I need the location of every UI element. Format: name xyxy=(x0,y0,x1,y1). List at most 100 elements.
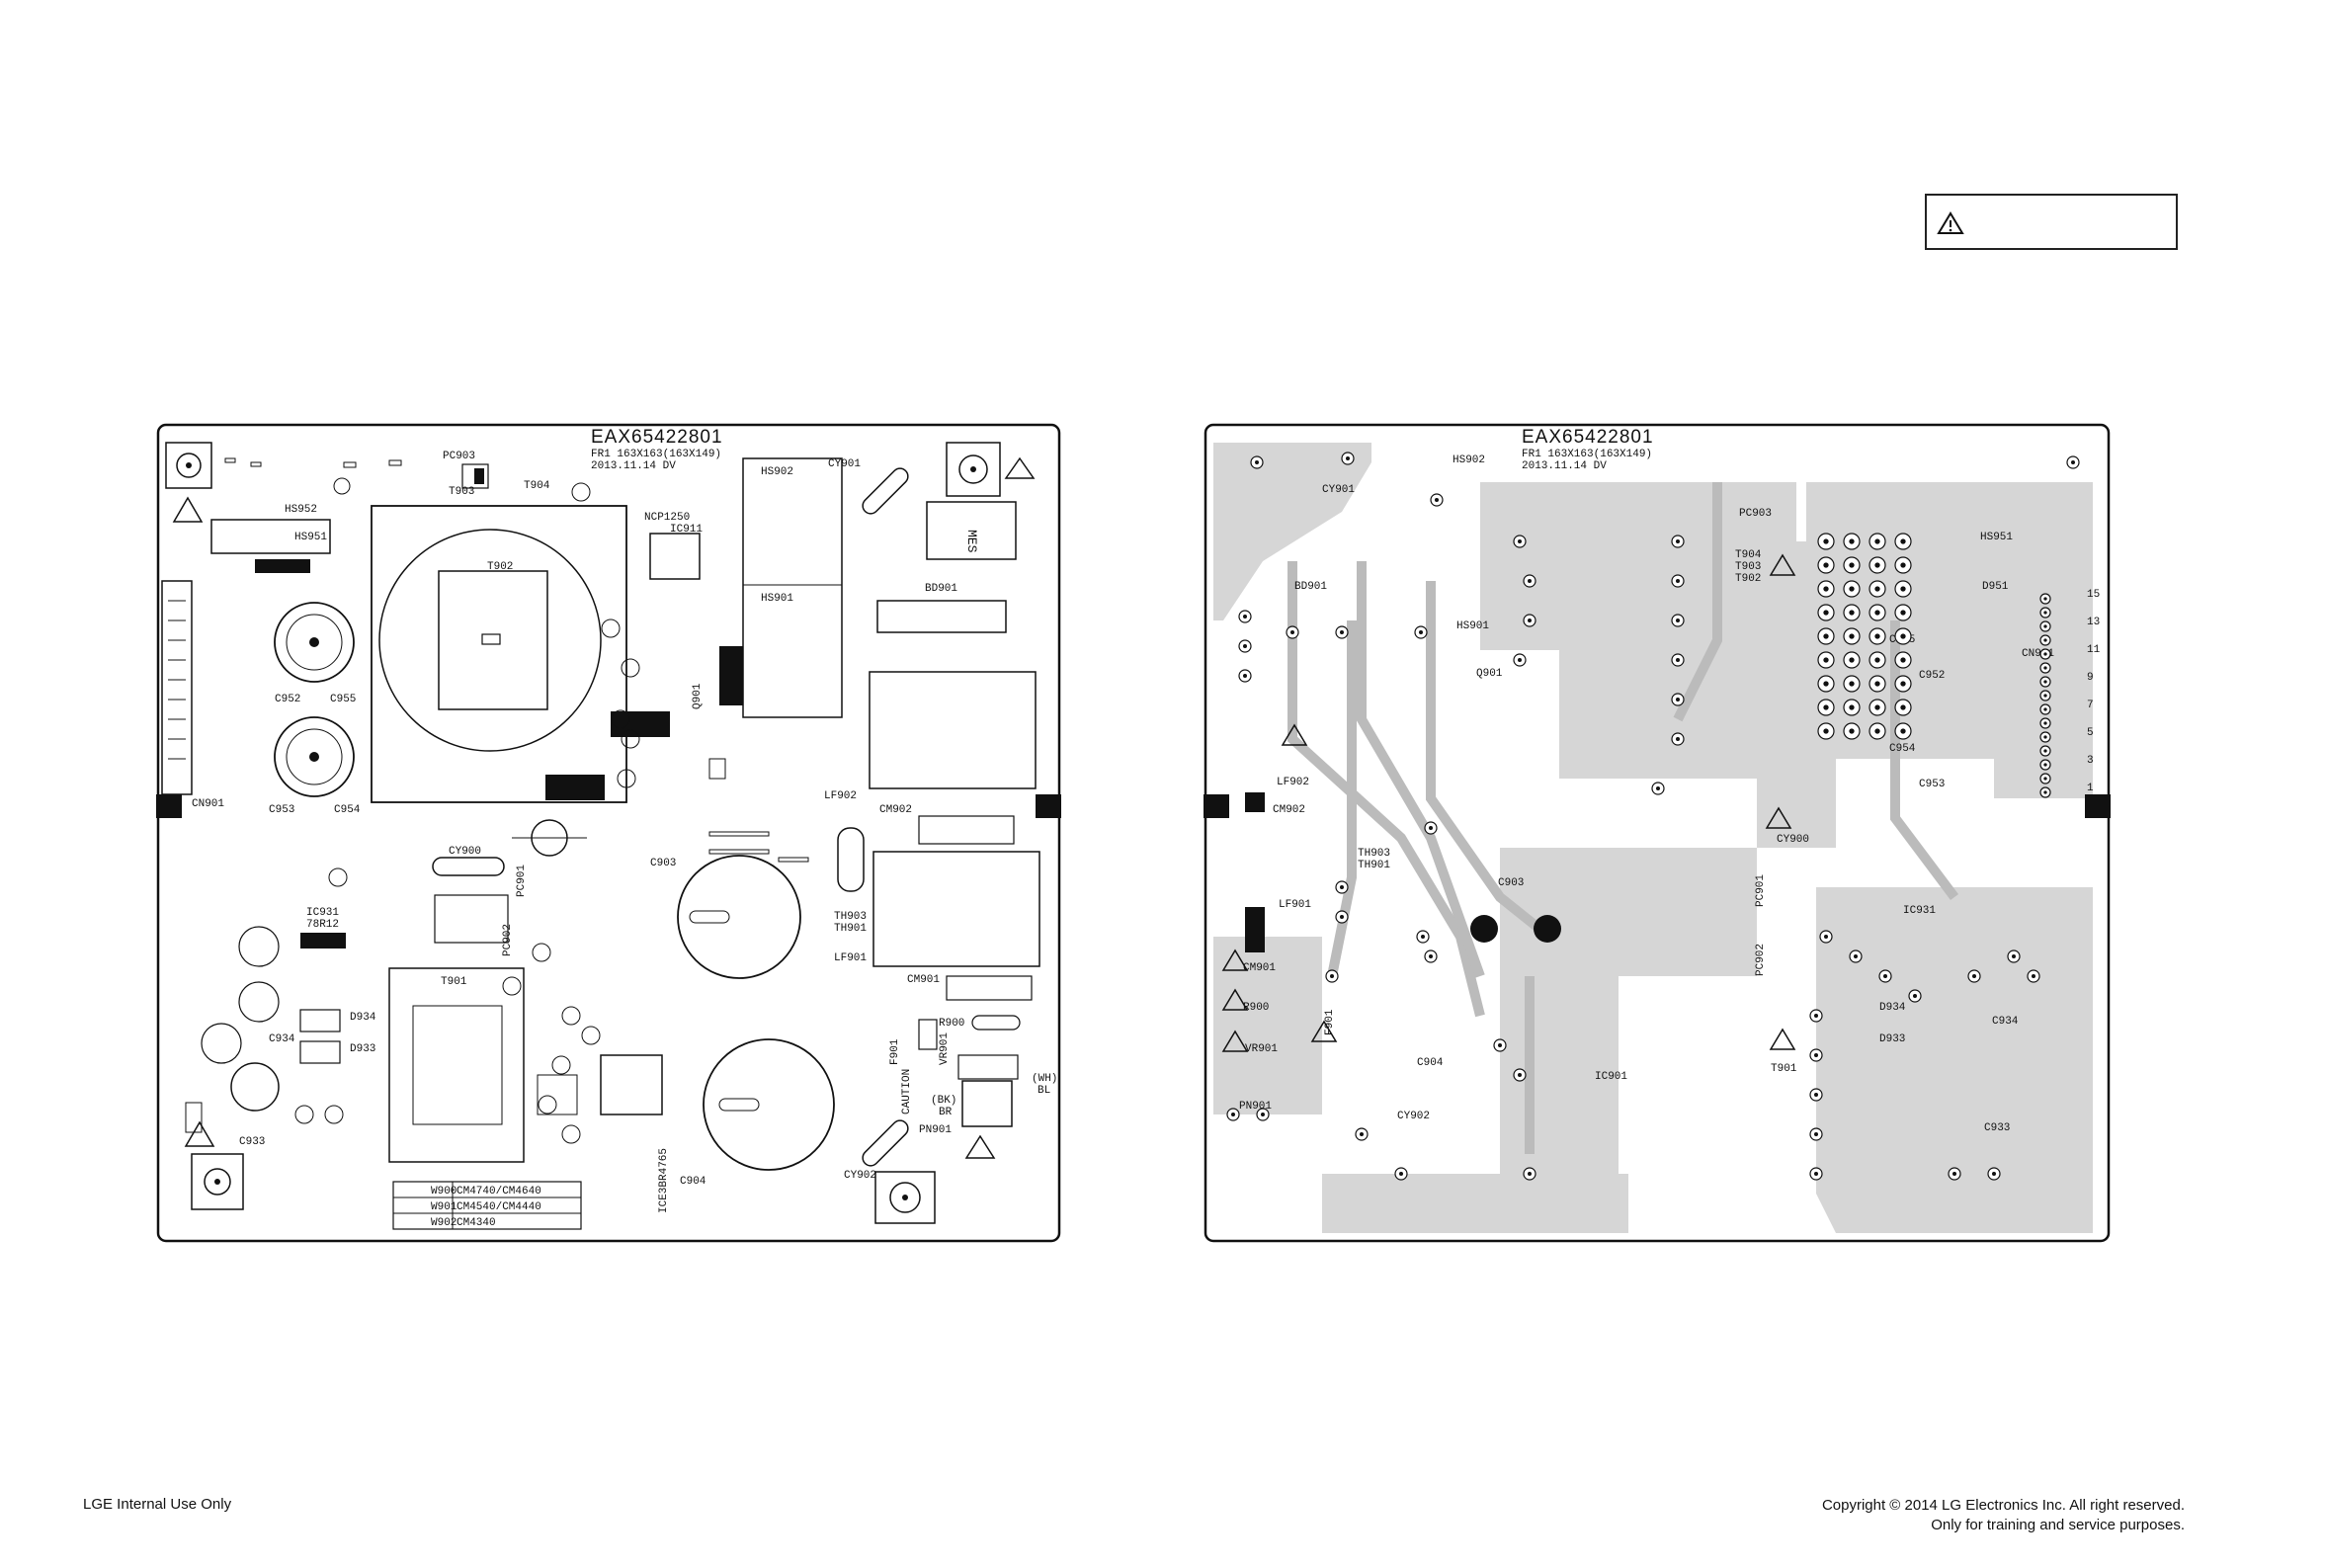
cn901-connector xyxy=(161,580,193,795)
capacitor-cy901 xyxy=(862,467,909,515)
solder-pad-hole xyxy=(1823,657,1829,663)
solder-pad-hole xyxy=(1849,704,1855,710)
solder-pad-hole xyxy=(1823,633,1829,639)
label-d934: D934 xyxy=(350,1012,376,1024)
label-cy902: CY902 xyxy=(844,1170,876,1182)
label-mes: MES xyxy=(964,530,979,553)
label-c952: C952 xyxy=(1919,670,1945,682)
solder-pad-hole xyxy=(1399,1172,1403,1176)
legend-code-3: W902 xyxy=(431,1217,457,1229)
warning-triangle-icon xyxy=(172,496,204,523)
label-th903: TH903 xyxy=(1358,848,1390,860)
solder-pad-hole xyxy=(1900,657,1906,663)
label-t903: T903 xyxy=(1735,561,1761,573)
solder-pads xyxy=(1226,452,2080,1181)
solder-pad-hole xyxy=(2043,638,2047,642)
label-hs902: HS902 xyxy=(1453,454,1485,466)
label-c954: C954 xyxy=(334,804,361,816)
label-c903: C903 xyxy=(1498,877,1524,889)
label-pc902: PC902 xyxy=(502,924,514,956)
solder-pad-hole xyxy=(2071,460,2075,464)
label-t903: T903 xyxy=(449,486,474,498)
legend-code-1: W900 xyxy=(431,1186,457,1197)
solder-pad-hole xyxy=(1528,619,1532,622)
heatsink-hs951 xyxy=(210,519,331,554)
capacitor-c952 xyxy=(274,602,355,683)
solder-pad-hole xyxy=(1874,610,1880,616)
board-subtitle-1: FR1 163X163(163X149) xyxy=(1522,449,1652,460)
solder-pad-hole xyxy=(1429,826,1433,830)
label-d934: D934 xyxy=(1879,1002,1906,1014)
solder-pad-hole xyxy=(1340,630,1344,634)
solder-pad-hole xyxy=(1900,633,1906,639)
label-hs901: HS901 xyxy=(1456,620,1489,632)
label-lf902: LF902 xyxy=(1277,777,1309,788)
solder-pad-hole xyxy=(1676,619,1680,622)
label-t904: T904 xyxy=(524,480,550,492)
solder-pad-hole xyxy=(1340,915,1344,919)
label-pc902: PC902 xyxy=(1755,944,1767,976)
capacitor-c953 xyxy=(274,716,355,797)
capacitor-cy902 xyxy=(862,1119,909,1167)
solder-pad-hole xyxy=(1346,456,1350,460)
label-cn901: CN901 xyxy=(192,798,224,810)
solder-pad-hole xyxy=(1419,630,1423,634)
label-c933: C933 xyxy=(239,1136,265,1148)
solder-pad-hole xyxy=(1823,538,1829,544)
pin-number: 11 xyxy=(2087,644,2101,656)
label-c934: C934 xyxy=(269,1033,295,1045)
solder-pad-hole xyxy=(1360,1132,1364,1136)
solder-pad-hole xyxy=(1823,728,1829,734)
label-cm901: CM901 xyxy=(1243,962,1276,974)
solder-pad-hole xyxy=(2012,954,2016,958)
label-caution: CAUTION xyxy=(901,1069,913,1114)
label-f901: F901 xyxy=(889,1038,901,1065)
bridge-bd901 xyxy=(876,600,1007,633)
legend-row-2: CM4540/CM4440 xyxy=(457,1201,541,1213)
solder-pad-hole xyxy=(1429,954,1433,958)
label-f901: F901 xyxy=(1324,1009,1336,1035)
label-ic931-part: 78R12 xyxy=(306,919,339,931)
solder-pad-hole xyxy=(1518,539,1522,543)
solder-pad-hole xyxy=(1243,644,1247,648)
label-d933: D933 xyxy=(350,1043,375,1055)
footer-internal-note: LGE Internal Use Only xyxy=(83,1496,232,1513)
label-c953: C953 xyxy=(269,804,294,816)
board-tab xyxy=(1204,794,1229,818)
label-hs901: HS901 xyxy=(761,593,793,605)
mounting-hole xyxy=(874,1171,936,1224)
solder-pad-hole xyxy=(1900,728,1906,734)
solder-pad-hole xyxy=(1900,704,1906,710)
solder-pad-hole xyxy=(1814,1053,1818,1057)
pin-number: 1 xyxy=(2087,783,2094,794)
warning-triangle-icon xyxy=(1281,723,1308,746)
solder-pad-hole xyxy=(1854,954,1858,958)
label-c904: C904 xyxy=(1417,1057,1444,1069)
pin-number: 3 xyxy=(2087,755,2094,767)
solder-pad-hole xyxy=(1676,579,1680,583)
solder-pad-hole xyxy=(1823,681,1829,687)
warning-triangle-icon xyxy=(964,1134,996,1159)
warning-triangle-icon xyxy=(1221,988,1249,1011)
solder-pad-hole xyxy=(1814,1014,1818,1018)
solder-pad-hole xyxy=(2043,597,2047,601)
warning-triangle-icon xyxy=(1937,211,1964,234)
warning-triangle-icon xyxy=(1310,1020,1338,1042)
footer-copyright-line1: Copyright © 2014 LG Electronics Inc. All… xyxy=(1821,1497,2185,1514)
board-subtitle-2: 2013.11.14 DV xyxy=(591,460,676,472)
solder-pad-hole xyxy=(1518,658,1522,662)
capacitor-c904 xyxy=(703,1038,835,1171)
solder-pad-hole xyxy=(1676,737,1680,741)
label-br: BR xyxy=(939,1107,953,1118)
board-subtitle-1: FR1 163X163(163X149) xyxy=(591,449,721,460)
solder-pad-hole xyxy=(1676,539,1680,543)
label-d933: D933 xyxy=(1879,1033,1905,1045)
solder-pad-hole xyxy=(1900,562,1906,568)
solder-pad-hole xyxy=(1874,681,1880,687)
label-th901: TH901 xyxy=(1358,860,1390,871)
solder-pad-hole xyxy=(1823,586,1829,592)
label-c933: C933 xyxy=(1984,1122,2010,1134)
label-cy902: CY902 xyxy=(1397,1111,1430,1122)
board-tab xyxy=(2085,794,2111,818)
solder-pad-hole xyxy=(1849,681,1855,687)
